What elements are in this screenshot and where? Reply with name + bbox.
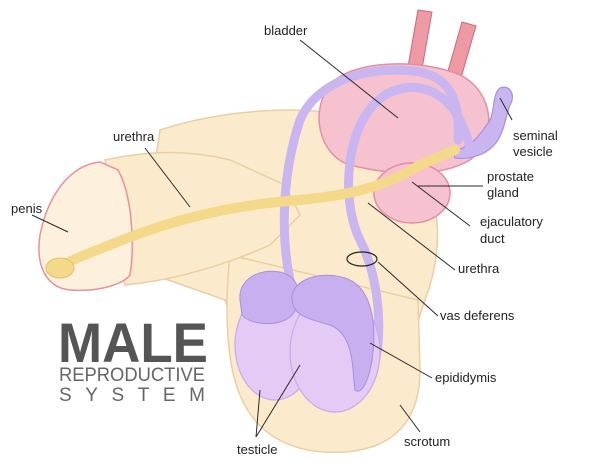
label-seminal-vesicle-2: vesicle — [513, 144, 553, 159]
epididymis-right — [291, 274, 375, 392]
label-ejaculatory-duct-2: duct — [480, 231, 505, 246]
label-scrotum: scrotum — [404, 434, 450, 449]
title-main: MALE — [58, 311, 208, 374]
label-ejaculatory-duct-1: ejaculatory — [480, 214, 543, 229]
anatomy-illustration — [38, 9, 513, 454]
label-urethra-right: urethra — [458, 261, 500, 276]
urethra-shape — [50, 145, 460, 275]
leader-vas-deferens — [377, 261, 439, 317]
label-epididymis: epididymis — [435, 370, 497, 385]
leader-epididymis — [369, 342, 433, 379]
epididymis-left — [239, 270, 300, 325]
urethra-opening — [45, 257, 75, 279]
labels: bladder urethra penis seminal vesicle pr… — [11, 23, 558, 457]
leader-scrotum — [399, 404, 421, 433]
label-bladder: bladder — [264, 23, 308, 38]
vas-deferens-marker — [346, 251, 378, 267]
leader-penis — [31, 214, 69, 233]
label-prostate-gland-2: gland — [487, 185, 519, 200]
vas-deferens-outer — [279, 65, 463, 305]
seminal-vesicle-shape — [451, 86, 513, 160]
label-seminal-vesicle-1: seminal — [513, 128, 558, 143]
leader-testicle-left — [255, 389, 261, 438]
leader-lines — [31, 39, 513, 438]
label-urethra-top: urethra — [113, 129, 155, 144]
label-prostate-gland-1: prostate — [487, 169, 534, 184]
leader-seminal-vesicle — [499, 97, 513, 121]
leader-bladder — [299, 39, 399, 119]
diagram-title: MALE REPRODUCTIVE SYSTEM — [58, 311, 208, 406]
title-line2: REPRODUCTIVE — [59, 365, 205, 386]
label-vas-deferens: vas deferens — [440, 308, 515, 323]
title-line3: SYSTEM — [59, 385, 205, 406]
label-testicle: testicle — [237, 442, 277, 457]
label-penis: penis — [11, 201, 43, 216]
vas-deferens-inner — [344, 82, 475, 385]
leader-testicle-right — [255, 364, 301, 438]
leader-urethra-top — [144, 147, 191, 208]
leader-ejaculatory — [411, 181, 471, 227]
leader-urethra-right — [367, 202, 456, 271]
